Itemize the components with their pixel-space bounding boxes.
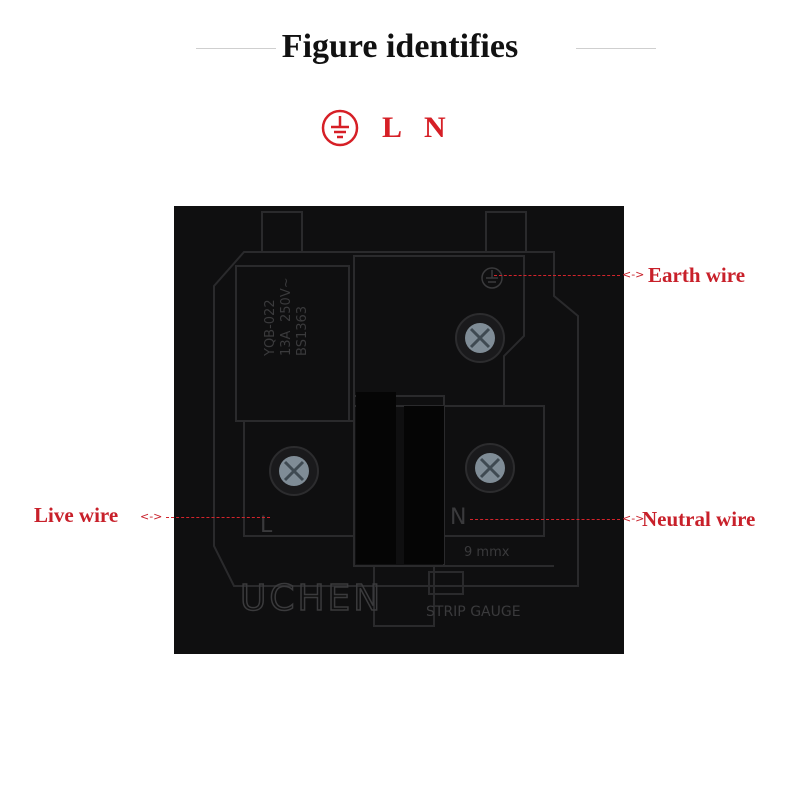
socket-body: [174, 206, 624, 654]
brand-logo: UCHEN: [240, 578, 383, 619]
neutral-arrow-icon: <->: [622, 512, 645, 525]
neutral-wire-label: Neutral wire: [642, 507, 756, 531]
rating-standard: BS1363: [295, 306, 310, 356]
terminal-live-mark: L: [260, 513, 273, 538]
terminal-legend: L N: [320, 108, 446, 148]
page-title: Figure identifies: [281, 28, 519, 65]
earth-terminal-mark-icon: [481, 267, 503, 289]
neutral-screw: [465, 443, 515, 493]
strip-length-note: 9 mmx: [464, 545, 510, 560]
title-divider-right: [576, 48, 656, 49]
terminal-neutral-mark: N: [450, 505, 466, 530]
earth-screw: [455, 313, 505, 363]
title-area: Figure identifies: [0, 28, 800, 68]
rating-voltage: 250V~: [279, 277, 294, 322]
legend-neutral-letter: N: [424, 111, 446, 144]
title-divider-left: [196, 48, 276, 49]
strip-gauge-label: STRIP GAUGE: [426, 604, 521, 620]
earth-ground-icon: [321, 109, 359, 147]
rating-model: YQB-022: [263, 299, 278, 357]
rating-current: 13A: [279, 330, 294, 356]
live-arrow-icon: <->: [140, 510, 163, 523]
socket-back-photo: YQB-022 13A 250V~ BS1363 L N 9 mmx UCHEN…: [174, 206, 624, 654]
earth-wire-label: Earth wire: [648, 263, 746, 287]
live-screw: [269, 446, 319, 496]
earth-arrow-icon: <->: [622, 268, 645, 281]
neutral-leader-line: [470, 519, 620, 520]
live-leader-line: [166, 517, 270, 518]
legend-live-letter: L: [382, 111, 403, 144]
earth-leader-line: [494, 275, 620, 276]
live-wire-label: Live wire: [34, 503, 119, 527]
